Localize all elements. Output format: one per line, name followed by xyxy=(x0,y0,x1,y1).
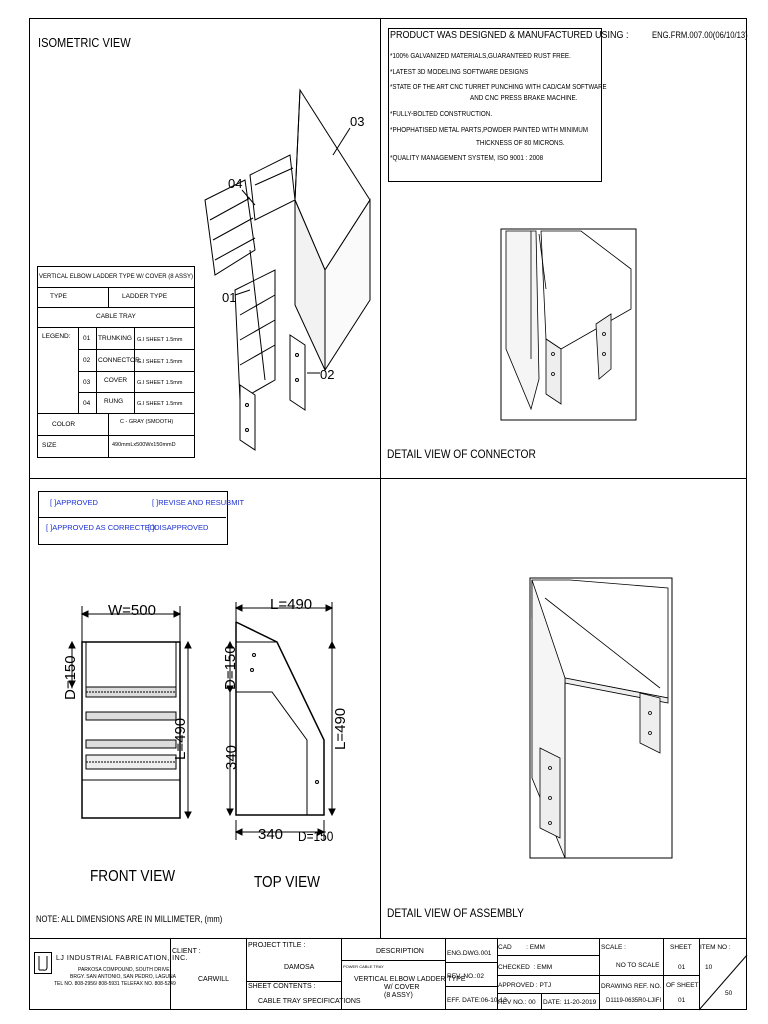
eff-date: EFF. DATE:06-10-13 xyxy=(447,997,507,1004)
divider-horizontal xyxy=(29,478,747,479)
company-phone: TEL NO. 808-2956/ 808-5931 TELEFAX NO. 8… xyxy=(54,981,176,987)
front-depth-dim: D=150 xyxy=(62,655,79,700)
top-depth-dim-bottom: D=150 xyxy=(298,828,334,844)
client-label: CLIENT : xyxy=(172,948,201,955)
rev-no: REV. NO.:02 xyxy=(447,973,484,980)
company-name: LJ INDUSTRIAL FABRICATION, INC. xyxy=(56,955,189,962)
item-total: 50 xyxy=(725,990,733,997)
callout-02: 02 xyxy=(320,367,335,382)
callout-03: 03 xyxy=(350,114,365,129)
top-depth-dim-left: D=150 xyxy=(222,645,239,690)
sheet-label: SHEET xyxy=(670,944,692,951)
checked: CHECKED : EMM xyxy=(498,964,553,971)
note-line: AND CNC PRESS BRAKE MACHINE. xyxy=(470,95,578,102)
detail-assembly-label: DETAIL VIEW OF ASSEMBLY xyxy=(387,906,524,920)
top-view-drawing xyxy=(226,602,336,840)
top-340-dim-bottom: 340 xyxy=(258,826,284,843)
form-code: ENG.FRM.007.00(06/10/13) xyxy=(652,30,748,40)
legend-label: LEGEND: xyxy=(42,333,71,340)
project-title-value: DAMOSA xyxy=(284,964,315,971)
legend-title: VERTICAL ELBOW LADDER TYPE W/ COVER (8 A… xyxy=(38,267,194,288)
isometric-view-title: ISOMETRIC VIEW xyxy=(38,35,131,50)
sheet-value: 01 xyxy=(678,964,686,971)
note-line: *PHOPHATISED METAL PARTS,POWDER PAINTED … xyxy=(390,127,588,134)
approval-box xyxy=(38,491,228,545)
product-notes-heading: PRODUCT WAS DESIGNED & MANUFACTURED USIN… xyxy=(390,30,629,41)
callout-04: 04 xyxy=(228,176,243,191)
legend-table: VERTICAL ELBOW LADDER TYPE W/ COVER (8 A… xyxy=(37,266,195,458)
note-line: *100% GALVANIZED MATERIALS,GUARANTEED RU… xyxy=(390,53,571,60)
top-length-dim-right: L=490 xyxy=(332,707,349,750)
description-label: DESCRIPTION xyxy=(376,948,424,955)
sheet-contents-label: SHEET CONTENTS : xyxy=(248,983,316,990)
revise-checkbox[interactable]: [ ]REVISE AND RESUBMIT xyxy=(152,498,245,507)
top-length-dim: L=490 xyxy=(270,596,313,613)
detail-connector-label: DETAIL VIEW OF CONNECTOR xyxy=(387,447,536,461)
top-view-label: TOP VIEW xyxy=(254,874,321,891)
rev-no-2: REV NO.: 00 xyxy=(498,999,536,1006)
detail-assembly-drawing xyxy=(529,577,673,859)
size-label: SIZE xyxy=(42,442,57,449)
item-no-value: 10 xyxy=(705,964,713,971)
scale-label: SCALE : xyxy=(601,944,626,951)
type-label: TYPE xyxy=(50,293,67,300)
scale-value: NO TO SCALE xyxy=(616,962,660,969)
note-line: THICKNESS OF 80 MICRONS. xyxy=(476,140,565,147)
front-view-label: FRONT VIEW xyxy=(90,868,176,885)
client-value: CARWILL xyxy=(198,976,229,983)
company-address-1: PARKOSA COMPOUND, SOUTH DRIVE, xyxy=(78,967,171,973)
category: CABLE TRAY xyxy=(96,313,136,320)
item-no-label: ITEM NO : xyxy=(700,944,731,951)
front-view-drawing xyxy=(68,606,192,820)
color-label: COLOR xyxy=(52,421,76,428)
dimension-note: NOTE: ALL DIMENSIONS ARE IN MILLIMETER, … xyxy=(36,914,223,924)
item-no-diagonal xyxy=(698,954,748,1011)
color-value: C - GRAY (SMOOTH) xyxy=(120,419,174,425)
approved-checkbox[interactable]: [ ]APPROVED xyxy=(50,498,98,507)
of-sheet-label: OF SHEET xyxy=(666,982,699,989)
disapproved-checkbox[interactable]: [ ]DISAPPROVED xyxy=(148,523,209,532)
drawing-sheet xyxy=(29,18,747,1010)
of-sheet-value: 01 xyxy=(678,997,686,1004)
approved-by: APPROVED : PTJ xyxy=(498,982,552,989)
drawing-ref-label: DRAWING REF. NO. xyxy=(601,983,662,990)
divider-title-block xyxy=(29,938,747,939)
date: DATE: 11-20-2019 xyxy=(543,999,597,1006)
description-value-2: W/ COVER xyxy=(384,984,420,991)
front-length-dim: L=490 xyxy=(172,717,189,760)
description-value-1: VERTICAL ELBOW LADDER TYPE xyxy=(354,976,466,983)
approved-as-corrected-checkbox[interactable]: [ ]APPROVED AS CORRECTED xyxy=(46,523,156,532)
callout-01: 01 xyxy=(222,290,237,305)
detail-connector-drawing xyxy=(500,228,637,421)
eng-dwg: ENG.DWG.001 xyxy=(447,950,492,957)
isometric-drawing xyxy=(204,88,371,451)
description-small: POWER CABLE TRAY xyxy=(343,964,384,969)
company-logo xyxy=(34,952,52,974)
sheet-contents-value: CABLE TRAY SPECIFICATIONS xyxy=(258,998,361,1005)
front-width-dim: W=500 xyxy=(108,602,156,619)
product-notes-box xyxy=(388,28,602,182)
project-title-label: PROJECT TITLE : xyxy=(248,942,306,949)
company-address-2: BRGY. SAN ANTONIO, SAN PEDRO, LAGUNA xyxy=(70,974,176,980)
note-line: *FULLY-BOLTED CONSTRUCTION. xyxy=(390,111,493,118)
top-340-dim-left: 340 xyxy=(223,744,240,770)
description-value-3: (8 ASSY) xyxy=(384,992,413,999)
type-value: LADDER TYPE xyxy=(122,293,168,300)
note-line: *STATE OF THE ART CNC TURRET PUNCHING WI… xyxy=(390,84,607,91)
drawing-ref-value: D1119-0635R0-LJIFI xyxy=(606,998,662,1004)
note-line: *LATEST 3D MODELING SOFTWARE DESIGNS xyxy=(390,69,529,76)
cad: CAD : EMM xyxy=(498,944,545,951)
size-value: 490mmLx500Wx150mmD xyxy=(112,442,176,448)
note-line: *QUALITY MANAGEMENT SYSTEM, ISO 9001 : 2… xyxy=(390,155,544,162)
